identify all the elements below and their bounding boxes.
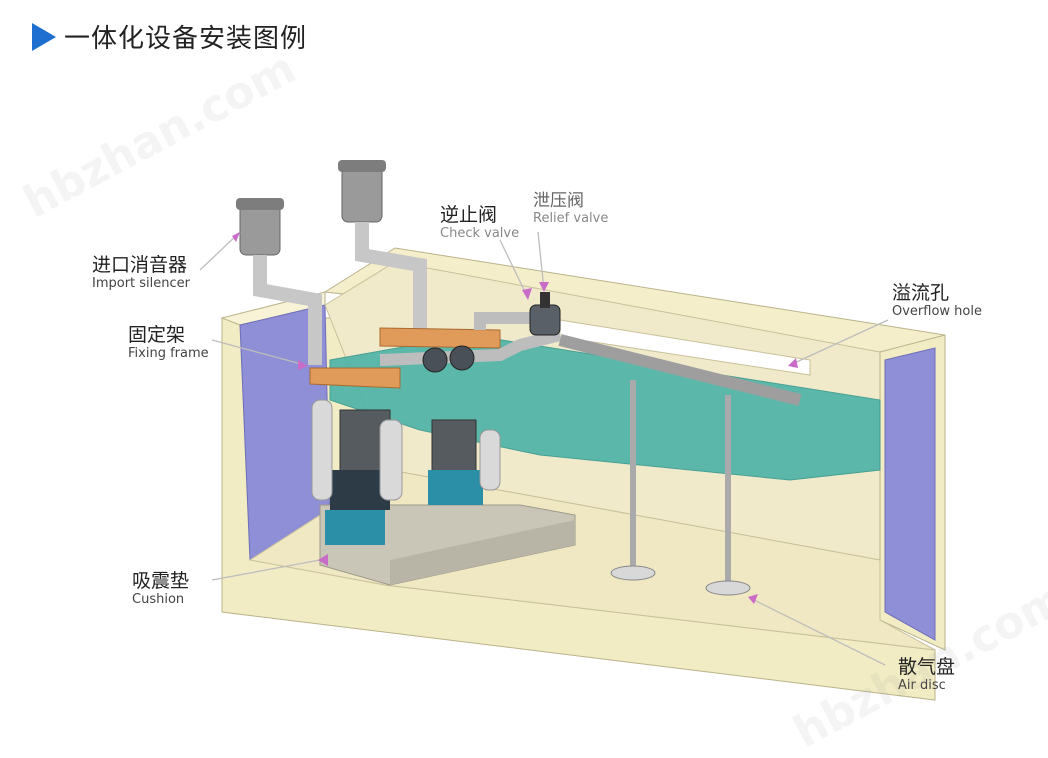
play-arrow-icon	[32, 22, 56, 51]
title-block: 一体化设备安装图例	[32, 18, 307, 55]
pointer-line-overflow	[789, 319, 889, 366]
label-check-valve: 逆止阀 Check valve	[440, 204, 520, 241]
label-overflow-hole: 溢流孔 Overflow hole	[892, 282, 982, 319]
riser-2	[725, 395, 731, 585]
air-disc-1	[610, 565, 656, 581]
silencer-1-top	[236, 198, 284, 210]
pointer-arrow-airdisc	[748, 594, 758, 604]
label-relief-valve: 泄压阀 Relief valve	[533, 191, 609, 226]
pointer-arrow-frame	[298, 360, 308, 370]
pointer-arrow-overflow	[788, 358, 798, 368]
air-header-pipe	[558, 334, 802, 406]
pump-2-motor	[431, 419, 477, 476]
pointer-arrow-silencer	[232, 232, 240, 242]
label-fixing-frame: 固定架 Fixing frame	[128, 324, 209, 361]
relief-valve-cap	[540, 292, 550, 308]
pointer-arrow-relief	[539, 282, 549, 292]
fixing-frame-2	[379, 327, 501, 349]
pump-2-base	[428, 470, 483, 505]
inlet-pipe-1	[253, 255, 322, 365]
inlet-pipe-2	[355, 222, 427, 340]
pump-1-silencer-b	[379, 419, 403, 501]
label-import-silencer: 进口消音器 Import silencer	[92, 254, 191, 291]
pump-2-silencer	[479, 429, 501, 491]
pointer-arrow-cushion	[318, 554, 328, 566]
pointer-line-frame	[211, 339, 306, 366]
check-valve-1	[422, 347, 448, 373]
label-air-disc: 散气盘 Air disc	[898, 656, 956, 693]
label-cushion: 吸震垫 Cushion	[132, 570, 190, 607]
fixing-frame-1	[309, 367, 401, 389]
air-disc-2	[705, 580, 751, 596]
cushion-platform-front	[390, 520, 575, 585]
pointer-line-airdisc	[749, 597, 886, 666]
silencer-2-top	[338, 160, 386, 172]
tank-right-inner-wall	[884, 347, 936, 641]
riser-1	[630, 380, 636, 570]
page-title: 一体化设备安装图例	[64, 24, 308, 54]
pointer-line-cushion	[211, 559, 321, 581]
pointer-arrow-check	[522, 288, 532, 300]
pointer-line-relief	[537, 231, 545, 291]
check-valve-2	[449, 345, 475, 371]
pump-1-silencer	[311, 399, 333, 501]
pointer-line-check	[499, 239, 529, 299]
pump-1-base	[325, 510, 385, 545]
relief-valve	[529, 304, 561, 336]
relief-pipe	[474, 312, 535, 330]
pointer-line-silencer	[199, 231, 241, 271]
